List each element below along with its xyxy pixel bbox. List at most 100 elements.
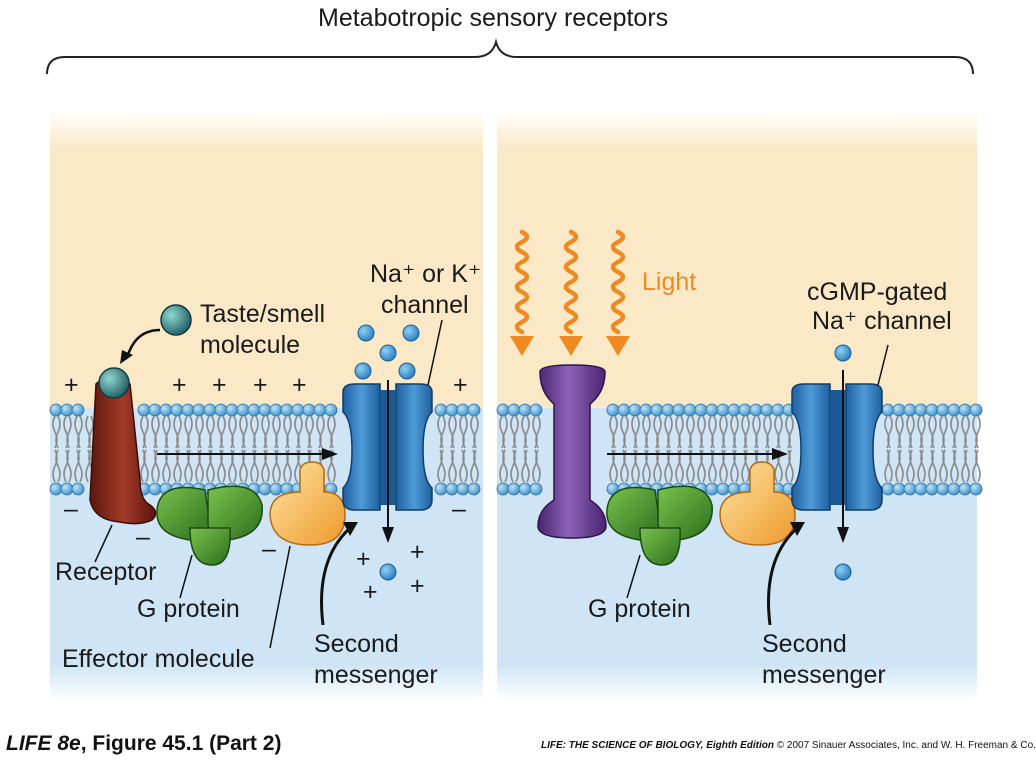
lipid-tail-lower xyxy=(950,449,959,483)
lipid-head-lower xyxy=(716,482,730,496)
lipid-head-upper xyxy=(716,403,730,417)
lipid-head-lower xyxy=(60,482,74,496)
channel-label-left-line2: channel xyxy=(381,291,469,319)
second-messenger-arrowhead-right xyxy=(790,522,805,536)
lipid-head-upper xyxy=(324,403,338,417)
lipid-head-lower xyxy=(881,482,895,496)
lipid-tail-upper xyxy=(752,415,761,449)
lipid-head-upper xyxy=(936,403,950,417)
lipid-head-upper xyxy=(214,403,228,417)
g-protein-left xyxy=(156,485,263,566)
second-messenger-arrow-left xyxy=(320,526,352,626)
channel-label-right-line2: Na⁺ channel xyxy=(812,307,952,335)
lipid-head-upper xyxy=(914,403,928,417)
lipid-tail-lower xyxy=(151,449,160,483)
copyright-text: © 2007 Sinauer Associates, Inc. and W. H… xyxy=(773,740,1036,751)
second-messenger-label-left-line2: messenger xyxy=(314,661,438,689)
g-protein-pointer-right xyxy=(626,554,641,599)
lipid-head-upper xyxy=(192,403,206,417)
lipid-tail-upper xyxy=(74,415,83,449)
left-panel-background xyxy=(50,110,483,701)
na-ion-outside xyxy=(834,344,852,362)
lipid-tail-upper xyxy=(228,415,237,449)
lipid-tail-lower xyxy=(939,449,948,483)
lipid-tail-upper xyxy=(499,415,508,449)
lipid-head-lower xyxy=(269,482,283,496)
light-ray xyxy=(563,229,579,335)
figure-caption: LIFE 8e, Figure 45.1 (Part 2) xyxy=(6,732,281,756)
lipid-head-lower xyxy=(936,482,950,496)
lipid-tail-upper xyxy=(884,415,893,449)
lipid-head-upper xyxy=(705,403,719,417)
ion xyxy=(354,362,372,380)
signal-arrowhead-right xyxy=(772,448,788,460)
channel-label-pointer-right xyxy=(877,344,889,386)
second-messenger-label-right-line2: messenger xyxy=(762,661,886,689)
lipid-tail-upper xyxy=(675,415,684,449)
effector-molecule-label: Effector molecule xyxy=(62,645,255,673)
lipid-head-upper xyxy=(958,403,972,417)
lipid-tail-upper xyxy=(283,415,292,449)
ion-flow-arrowhead-left xyxy=(382,527,394,543)
light-ray-arrowhead xyxy=(559,336,583,356)
title-brace xyxy=(46,38,974,75)
lipid-tail-lower xyxy=(928,449,937,483)
lipid-tail-lower xyxy=(521,449,530,483)
lipid-tail-upper xyxy=(294,415,303,449)
second-messenger-arrow-right xyxy=(767,526,799,626)
charge-plus: + xyxy=(453,371,468,399)
lipid-head-lower xyxy=(947,482,961,496)
lipid-tail-lower xyxy=(459,449,468,483)
lipid-head-upper xyxy=(49,403,63,417)
charge-plus: + xyxy=(410,572,425,600)
lipid-head-upper xyxy=(291,403,305,417)
ion xyxy=(379,563,397,581)
charge-minus: – xyxy=(262,535,276,563)
second-messenger-label-left-line1: Second xyxy=(314,630,399,658)
lipid-tail-lower xyxy=(532,449,541,483)
charge-plus: + xyxy=(356,545,371,573)
lipid-tail-upper xyxy=(642,415,651,449)
lipid-head-lower xyxy=(925,482,939,496)
lipid-head-upper xyxy=(60,403,74,417)
lipid-tail-lower xyxy=(448,449,457,483)
g-protein-label-left: G protein xyxy=(137,595,240,623)
lipid-head-lower xyxy=(467,482,481,496)
effector-molecule-left xyxy=(269,461,346,546)
lipid-head-upper xyxy=(617,403,631,417)
lipid-head-upper xyxy=(760,403,774,417)
lipid-tail-upper xyxy=(697,415,706,449)
effector-molecule-right xyxy=(719,461,796,546)
lipid-tail-lower xyxy=(961,449,970,483)
g-protein-right xyxy=(606,485,713,566)
copyright-book: LIFE: THE SCIENCE OF BIOLOGY, Eighth Edi… xyxy=(541,740,774,751)
channel-label-pointer-left xyxy=(427,319,443,386)
diagram-title: Metabotropic sensory receptors xyxy=(318,4,669,32)
lipid-head-upper xyxy=(148,403,162,417)
lipid-head-upper xyxy=(606,403,620,417)
lipid-head-upper xyxy=(947,403,961,417)
lipid-head-upper xyxy=(771,403,785,417)
lipid-tail-lower xyxy=(785,449,794,483)
lipid-tail-upper xyxy=(609,415,618,449)
molecule-binding-arrowhead xyxy=(120,350,133,364)
lipid-head-lower xyxy=(518,482,532,496)
lipid-tail-lower xyxy=(906,449,915,483)
lipid-tail-upper xyxy=(741,415,750,449)
lipid-head-upper xyxy=(170,403,184,417)
lipid-tail-upper xyxy=(785,415,794,449)
lipid-tail-upper xyxy=(437,415,446,449)
lipid-head-upper xyxy=(683,403,697,417)
light-ray xyxy=(610,229,626,335)
lipid-tail-lower xyxy=(972,449,981,483)
lipid-head-lower xyxy=(49,482,63,496)
receptor-label: Receptor xyxy=(55,558,157,586)
lipid-head-lower xyxy=(456,482,470,496)
lipid-tail-upper xyxy=(261,415,270,449)
light-arrows xyxy=(510,229,630,356)
lipid-head-upper xyxy=(518,403,532,417)
rhodopsin-receptor xyxy=(537,364,607,539)
light-ray-arrowhead xyxy=(606,336,630,356)
